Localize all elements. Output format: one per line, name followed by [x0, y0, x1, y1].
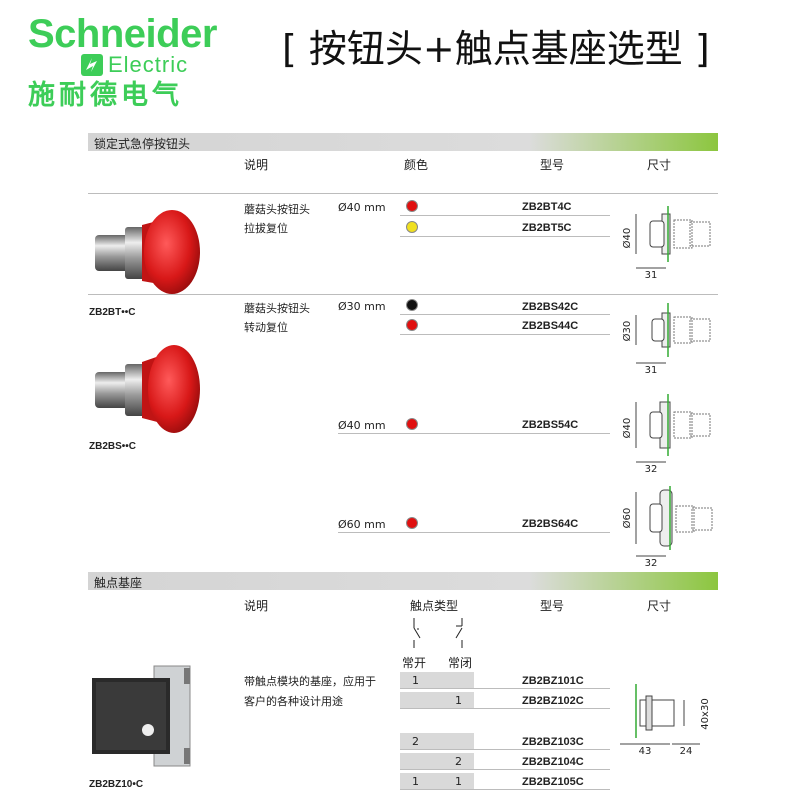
model-zb2bs42c: ZB2BS42C [522, 301, 579, 313]
dimension-drawing-zb2bs6: Ø60 32 [621, 486, 713, 569]
group3-dia: Ø40 mm [338, 419, 386, 432]
model-zb2bz103c: ZB2BZ103C [522, 736, 584, 748]
table-row-shade [400, 733, 474, 749]
model-zb2bz102c: ZB2BZ102C [522, 695, 584, 707]
row-line [400, 708, 610, 709]
estop-pull-image [95, 210, 200, 294]
group2-desc2: 转动复位 [244, 321, 288, 334]
dim-a-label: 43 [639, 746, 652, 757]
row-line [400, 688, 610, 689]
group2-dia: Ø30 mm [338, 300, 386, 313]
brand-chinese: 施耐德电气 [28, 80, 183, 111]
schneider-logo-icon [81, 54, 103, 76]
group1-dia: Ø40 mm [338, 201, 386, 214]
table-row-shade [400, 753, 474, 769]
row-line [400, 749, 610, 750]
divider [88, 193, 718, 194]
header-color: 颜色 [404, 158, 429, 172]
color-red-dot [406, 418, 418, 430]
dim-len-label: 32 [645, 558, 658, 569]
model-zb2bz105c: ZB2BZ105C [522, 776, 584, 788]
base-desc2: 客户的各种设计用途 [244, 695, 343, 708]
group4-dia: Ø60 mm [338, 518, 386, 531]
dim-len-label: 32 [645, 464, 658, 475]
model-zb2bz104c: ZB2BZ104C [522, 756, 584, 768]
caption-zb2bz: ZB2BZ10•C [89, 779, 144, 790]
section-title: 触点基座 [94, 576, 143, 590]
header-size: 尺寸 [647, 158, 672, 172]
row-line [400, 769, 610, 770]
no-value: 1 [412, 674, 419, 687]
dim-b-label: 24 [680, 746, 693, 757]
header-size: 尺寸 [647, 599, 672, 613]
header-model: 型号 [540, 599, 565, 613]
header-model: 型号 [540, 158, 565, 172]
row-line [400, 789, 610, 790]
model-zb2bs54c: ZB2BS54C [522, 419, 579, 431]
model-zb2bt4c: ZB2BT4C [522, 201, 572, 213]
group2-desc1: 蘑菇头按钮头 [244, 302, 310, 315]
color-black-dot [406, 299, 418, 311]
dimension-drawing-zb2bz: 43 24 40x30 [620, 684, 711, 757]
row-line [338, 433, 610, 434]
dim-dia-label: Ø40 [621, 418, 633, 439]
section-header-contact-base: 触点基座 [88, 572, 718, 590]
caption-zb2bt: ZB2BT••C [89, 307, 136, 318]
dim-dia-label: Ø40 [621, 228, 633, 249]
contact-base-image [92, 665, 191, 767]
table-row-shade [400, 672, 474, 688]
model-zb2bs44c: ZB2BS44C [522, 320, 579, 332]
group1-desc1: 蘑菇头按钮头 [244, 203, 310, 216]
nc-value: 2 [455, 755, 462, 768]
contact-symbols [413, 618, 463, 648]
dim-len-label: 31 [645, 270, 658, 281]
brand-name: Schneider [28, 12, 217, 56]
row-line [400, 314, 610, 315]
color-red-dot [406, 517, 418, 529]
caption-zb2bs: ZB2BS••C [89, 441, 137, 452]
nc-value: 1 [455, 775, 462, 788]
nc-value: 1 [455, 694, 462, 707]
row-line [338, 532, 610, 533]
model-zb2bt5c: ZB2BT5C [522, 222, 572, 234]
base-desc1: 带触点模块的基座，应用于 [244, 675, 376, 688]
page-title: [ 按钮头+触点基座选型 ] [282, 27, 710, 71]
dim-h-label: 40x30 [700, 698, 711, 729]
table-row-shade [400, 692, 474, 708]
dimension-drawing-zb2bs5: Ø40 32 [621, 394, 711, 475]
color-yellow-dot [406, 221, 418, 233]
no-value: 1 [412, 775, 419, 788]
model-zb2bs64c: ZB2BS64C [522, 518, 579, 530]
dim-dia-label: Ø30 [621, 321, 633, 342]
row-line [400, 236, 610, 237]
section-header-estop: 锁定式急停按钮头 [88, 133, 718, 151]
color-red-dot [406, 200, 418, 212]
color-red-dot [406, 319, 418, 331]
no-value: 2 [412, 735, 419, 748]
header-desc: 说明 [244, 158, 269, 172]
dim-len-label: 31 [645, 365, 658, 376]
section-title: 锁定式急停按钮头 [94, 137, 191, 151]
dimension-drawing-zb2bt: Ø40 31 [621, 206, 711, 281]
dimension-drawing-zb2bs4: Ø30 31 [621, 303, 711, 376]
header-normally-closed: 常闭 [448, 656, 473, 670]
header-normally-open: 常开 [402, 656, 427, 670]
header-contact-type: 触点类型 [410, 599, 459, 613]
header-desc: 说明 [244, 599, 269, 613]
dim-dia-label: Ø60 [621, 508, 633, 529]
row-line [400, 334, 610, 335]
group1-desc2: 拉拔复位 [244, 222, 288, 235]
estop-turn-image [95, 345, 200, 433]
group-divider [88, 294, 718, 295]
model-zb2bz101c: ZB2BZ101C [522, 675, 584, 687]
brand-sub: Electric [108, 52, 189, 77]
table-row-shade [400, 773, 474, 789]
row-line [400, 215, 610, 216]
